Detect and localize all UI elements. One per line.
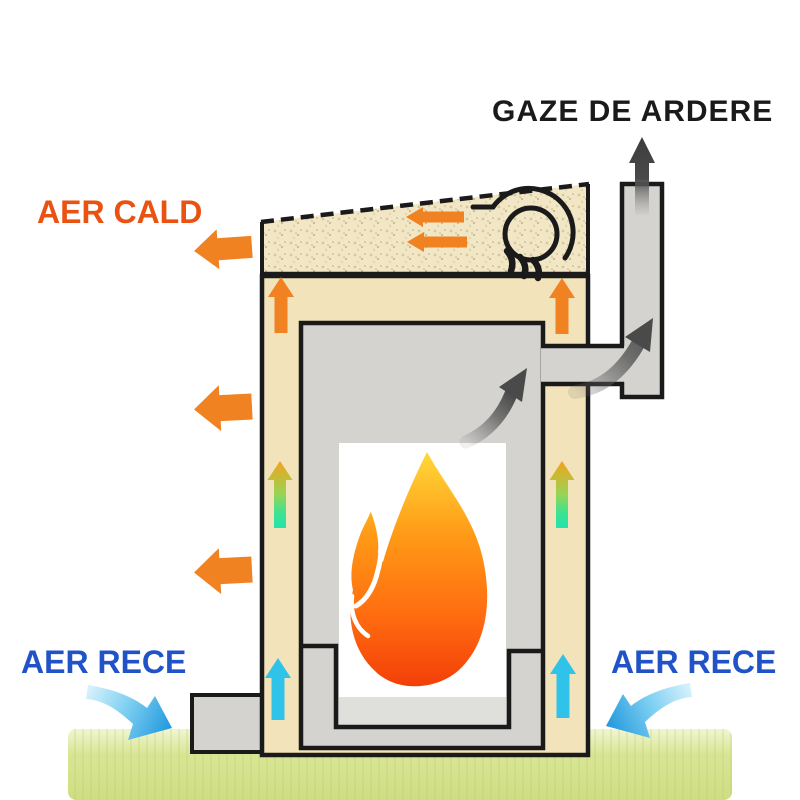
cold-air-label-right: AER RECE xyxy=(611,644,777,680)
hearth-step-outline xyxy=(303,643,541,730)
cold-air-label-left: AER RECE xyxy=(21,644,187,680)
radiant-heat-arrow-low xyxy=(194,548,253,595)
cold-air-arrow-right xyxy=(550,654,576,718)
cold-air-intake-arrow-right xyxy=(606,683,692,738)
warming-air-arrow-right xyxy=(549,461,575,528)
flue-gas-exit-arrow xyxy=(629,137,655,215)
rising-hot-air-arrow-right xyxy=(549,278,575,334)
plenum-left-arrow-2 xyxy=(407,232,467,252)
hot-air-arrows xyxy=(194,207,575,595)
warming-air-arrows xyxy=(267,461,575,528)
flue-gas-label: GAZE DE ARDERE xyxy=(492,95,774,128)
cold-air-arrow-left xyxy=(265,658,291,720)
smoke-arrow-duct xyxy=(568,318,653,399)
warming-air-arrow-left xyxy=(267,461,293,528)
flame-icon xyxy=(349,452,488,687)
hot-air-label: AER CALD xyxy=(37,194,203,230)
smoke-arrow-firebox xyxy=(459,368,527,449)
radiant-heat-arrow-mid xyxy=(194,385,253,432)
foundation-foot xyxy=(190,693,266,754)
hot-air-out-arrow xyxy=(194,229,253,270)
cold-air-channel-arrows xyxy=(265,654,576,720)
fan-blower-icon xyxy=(470,185,576,282)
cold-air-intake-arrow-left xyxy=(86,685,172,740)
plenum-dashed-top-edge xyxy=(260,181,590,225)
rising-hot-air-arrow-left xyxy=(268,277,294,333)
plenum-left-arrow-1 xyxy=(406,207,464,227)
